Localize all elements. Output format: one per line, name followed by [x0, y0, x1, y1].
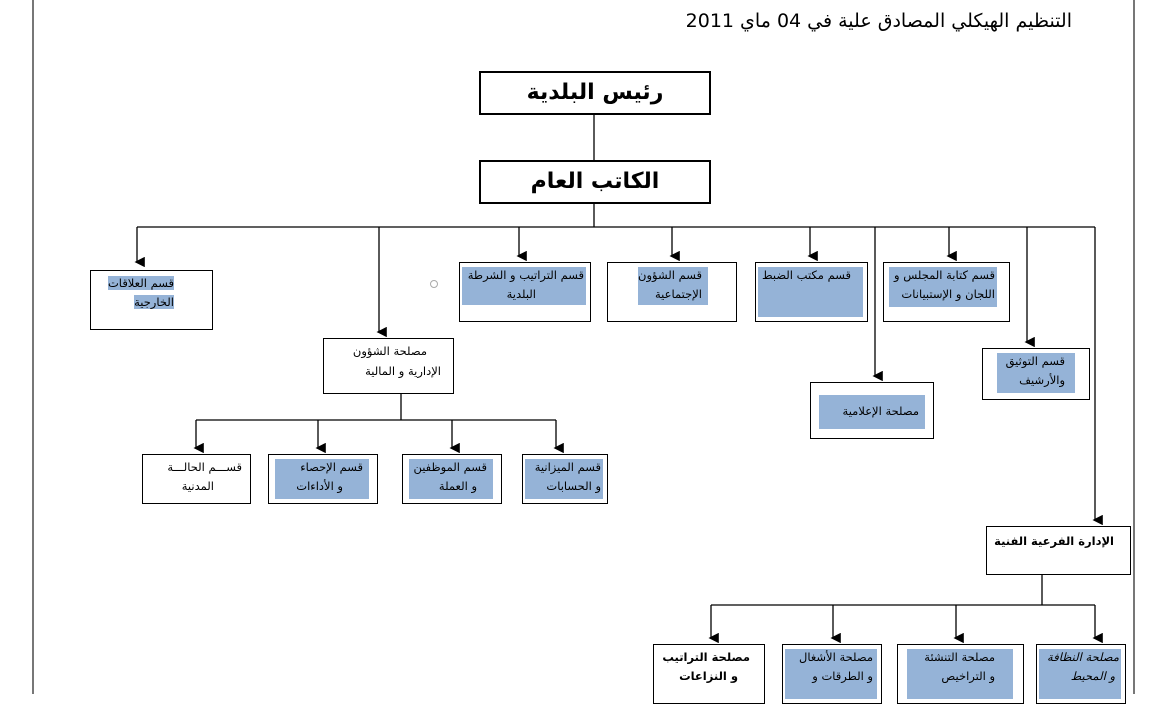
box-regulations-police-line1: قسم التراتيب و الشرطة: [467, 268, 584, 282]
box-social-affairs-line2: الإجتماعية: [655, 287, 702, 301]
box-regulations-disputes-line2: و النزاعات: [679, 669, 738, 683]
page-border-right: [1133, 0, 1135, 694]
box-works-roads: مصلحة الأشغال و الطرقات و: [782, 644, 882, 704]
box-civil-status: قســـم الحالـــة المدنية: [142, 454, 251, 504]
box-budget-line2: و الحسابات: [546, 479, 601, 493]
box-documentation-archive-line2: والأرشيف: [1019, 373, 1065, 387]
box-budget: قسم الميزانية و الحسابات: [522, 454, 608, 504]
box-admin-finance-line2: الإدارية و المالية: [365, 364, 441, 378]
box-building-permits: مصلحة التنشئة و التراخيص: [897, 644, 1024, 704]
box-statistics-line2: و الأداءات: [296, 479, 343, 493]
box-council-writing: قسم كتابة المجلس و اللجان و الإستبيانات: [883, 262, 1010, 322]
box-mayor: رئيس البلدية: [479, 71, 711, 115]
box-admin-finance-line1: مصلحة الشؤون: [352, 344, 427, 358]
box-technical-directorate-line1: الإدارة الفرعية الفنية: [994, 534, 1114, 548]
box-control-office-line1: قسم مكتب الضبط: [761, 268, 851, 282]
box-external-relations-line2: الخارجية: [134, 295, 174, 309]
box-external-relations-line1: قسم العلاقات: [107, 276, 174, 290]
box-technical-directorate: الإدارة الفرعية الفنية: [986, 526, 1131, 575]
box-statistics: قسم الإحصاء و الأداءات: [268, 454, 378, 504]
box-external-relations: قسم العلاقات الخارجية: [90, 270, 213, 330]
box-building-permits-line1: مصلحة التنشئة: [924, 650, 995, 664]
box-works-roads-line1: مصلحة الأشغال: [799, 650, 873, 664]
box-cleanliness-environment: مصلحة النظافة و المحيط: [1036, 644, 1126, 704]
box-secretary-general: الكاتب العام: [479, 160, 711, 204]
box-employees: قسم الموظفين و العملة: [402, 454, 502, 504]
box-employees-line1: قسم الموظفين: [413, 460, 487, 474]
box-media: مصلحة الإعلامية: [810, 382, 934, 439]
box-works-roads-line2: و الطرقات و: [812, 669, 873, 683]
box-documentation-archive: قسم التوثيق والأرشيف: [982, 348, 1090, 400]
stray-circle-mark: [430, 280, 438, 288]
box-building-permits-line2: و التراخيص: [941, 669, 995, 683]
box-statistics-line1: قسم الإحصاء: [300, 460, 363, 474]
box-cleanliness-environment-line1: مصلحة النظافة: [1047, 650, 1119, 664]
box-media-line1: مصلحة الإعلامية: [842, 404, 919, 418]
box-council-writing-line1: قسم كتابة المجلس و: [894, 268, 995, 282]
chart-subtitle: التنظيم الهيكلي المصادق علية في 04 ماي 2…: [685, 10, 1072, 32]
box-documentation-archive-line1: قسم التوثيق: [1005, 354, 1065, 368]
box-civil-status-line1: قســـم الحالـــة: [167, 460, 242, 474]
box-civil-status-line2: المدنية: [181, 479, 214, 493]
box-regulations-disputes-line1: مصلحة التراتيب: [662, 650, 750, 664]
box-social-affairs: قسم الشؤون الإجتماعية: [607, 262, 737, 322]
box-cleanliness-environment-line2: و المحيط: [1070, 669, 1115, 683]
box-control-office: قسم مكتب الضبط: [755, 262, 868, 322]
box-mayor-label: رئيس البلدية: [526, 80, 664, 105]
box-social-affairs-line1: قسم الشؤون: [638, 268, 702, 282]
box-regulations-police: قسم التراتيب و الشرطة البلدية: [459, 262, 591, 322]
box-budget-line1: قسم الميزانية: [534, 460, 601, 474]
box-secretary-general-label: الكاتب العام: [530, 169, 660, 194]
box-regulations-police-line2: البلدية: [506, 287, 536, 301]
box-council-writing-line2: اللجان و الإستبيانات: [901, 287, 995, 301]
box-admin-finance: مصلحة الشؤون الإدارية و المالية: [323, 338, 454, 394]
box-employees-line2: و العملة: [438, 479, 477, 493]
box-regulations-disputes: مصلحة التراتيب و النزاعات: [653, 644, 765, 704]
page-border-left: [32, 0, 34, 694]
